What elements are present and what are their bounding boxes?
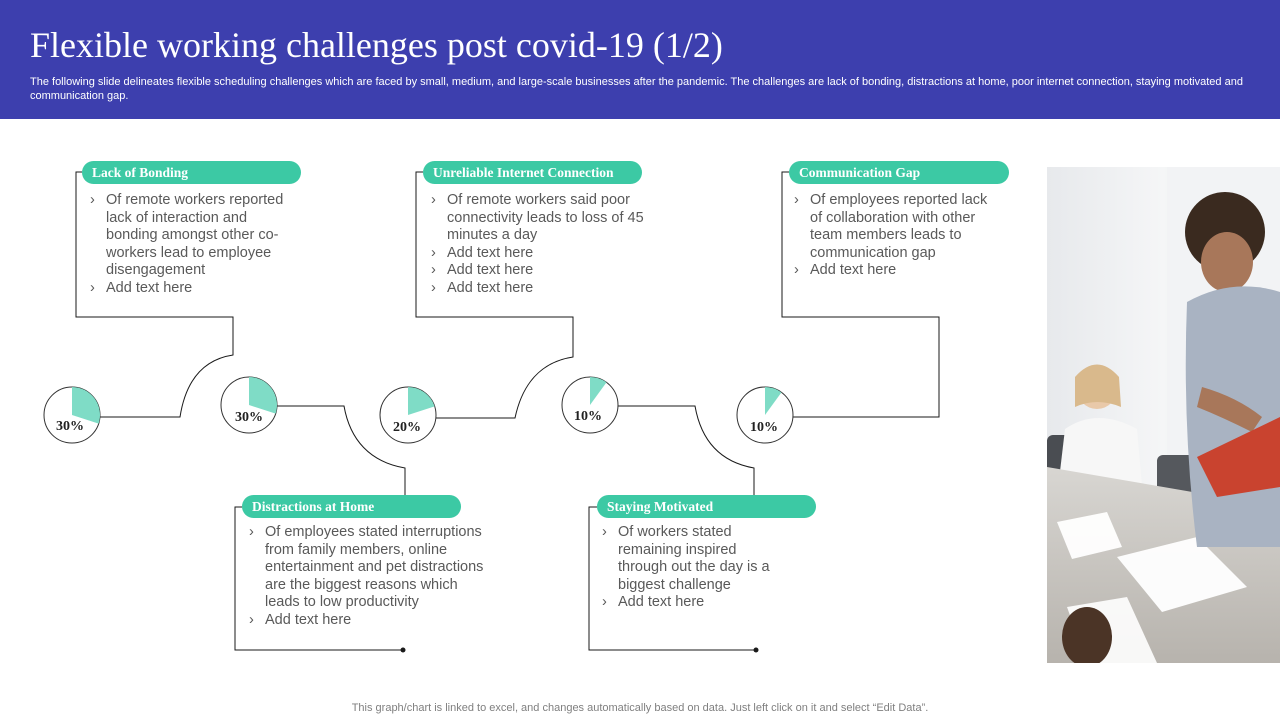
pill-staying-motivated: Staying Motivated [597, 495, 816, 518]
list-item: Add text here [429, 280, 661, 298]
pie-label-distractions-at-home: 30% [235, 410, 263, 425]
connector-end-dot [400, 647, 406, 653]
pie-unreliable-internet: 20% [379, 386, 437, 444]
list-item: Of remote workers reported lack of inter… [88, 192, 298, 280]
list-item: Add text here [88, 280, 298, 298]
pie-slice-lack-of-bonding [72, 387, 100, 424]
list-staying-motivated: Of workers stated remaining inspired thr… [600, 524, 785, 612]
header-banner: Flexible working challenges post covid-1… [0, 0, 1280, 119]
list-item: Of remote workers said poor connectivity… [429, 192, 661, 245]
office-meeting-photo [1047, 167, 1280, 663]
list-lack-of-bonding: Of remote workers reported lack of inter… [88, 192, 298, 298]
list-item: Add text here [247, 612, 493, 630]
connector-end-dot [753, 647, 759, 653]
pill-lack-of-bonding: Lack of Bonding [82, 161, 301, 184]
connector-distractions-left [234, 506, 403, 651]
pie-communication-gap: 10% [736, 386, 794, 444]
pie-slice-staying-motivated [590, 377, 607, 405]
list-item: Add text here [429, 245, 661, 263]
connector-staying-motivated [617, 405, 755, 496]
pie-slice-unreliable-internet [408, 387, 435, 415]
pie-label-lack-of-bonding: 30% [56, 419, 84, 434]
list-item: Add text here [600, 594, 785, 612]
list-item: Add text here [429, 262, 661, 280]
connector-communication-gap [781, 171, 940, 418]
pie-staying-motivated: 10% [561, 376, 619, 434]
pill-communication-gap: Communication Gap [789, 161, 1009, 184]
pie-label-communication-gap: 10% [750, 420, 778, 435]
connector-unreliable-internet [415, 171, 574, 419]
connector-distractions-at-home [276, 405, 406, 496]
list-item: Of employees reported lack of collaborat… [792, 192, 1002, 262]
pill-distractions-at-home: Distractions at Home [242, 495, 461, 518]
connector-lack-of-bonding [75, 171, 234, 418]
list-item: Of employees stated interruptions from f… [247, 524, 493, 612]
pie-label-unreliable-internet: 20% [393, 420, 421, 435]
list-unreliable-internet: Of remote workers said poor connectivity… [429, 192, 661, 298]
pill-unreliable-internet: Unreliable Internet Connection [423, 161, 642, 184]
page-title: Flexible working challenges post covid-1… [30, 25, 723, 65]
list-distractions-at-home: Of employees stated interruptions from f… [247, 524, 493, 630]
connector-staying-left [588, 506, 756, 651]
pie-label-staying-motivated: 10% [574, 409, 602, 424]
list-item: Add text here [792, 262, 1002, 280]
page-subtitle: The following slide delineates flexible … [30, 76, 1243, 102]
pie-distractions-at-home: 30% [220, 376, 278, 434]
list-communication-gap: Of employees reported lack of collaborat… [792, 192, 1002, 280]
pie-lack-of-bonding: 30% [43, 386, 101, 444]
footer-note: This graph/chart is linked to excel, and… [351, 702, 929, 714]
pie-slice-communication-gap [765, 387, 782, 415]
pie-slice-distractions-at-home [249, 377, 277, 414]
list-item: Of workers stated remaining inspired thr… [600, 524, 785, 594]
